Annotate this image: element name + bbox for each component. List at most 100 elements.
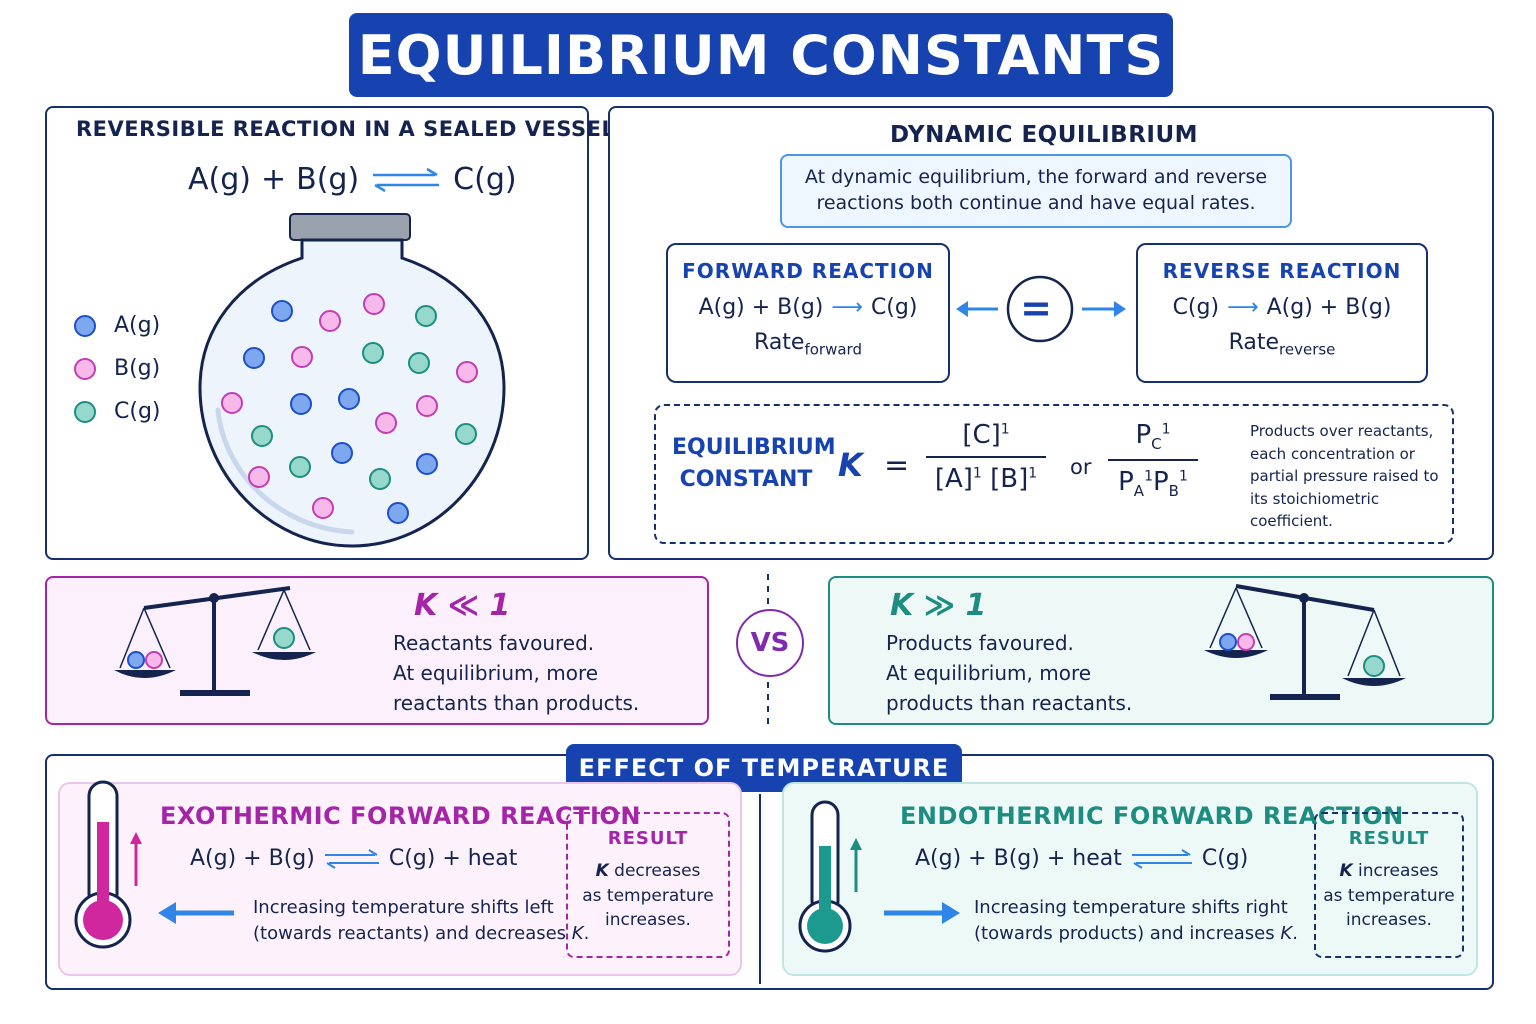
constant-label-line1: EQUILIBRIUM — [672, 435, 836, 460]
particle-b-icon — [291, 346, 313, 368]
page-title: EQUILIBRIUM CONSTANTS — [349, 13, 1173, 97]
right-arrow-icon: ⟶ — [1227, 295, 1259, 320]
subscript: C — [1151, 435, 1162, 454]
reverse-rhs: A(g) + B(g) — [1266, 295, 1392, 320]
right-arrow-icon: ⟶ — [831, 295, 863, 320]
forward-lhs: A(g) + B(g) — [698, 295, 824, 320]
forward-reaction-box: FORWARD REACTION A(g) + B(g) ⟶ C(g) Rate… — [666, 243, 950, 383]
k-equals: = — [884, 448, 910, 483]
particle-b-icon — [375, 412, 397, 434]
temperature-divider — [759, 794, 761, 984]
particle-b-icon — [248, 466, 270, 488]
legend-item-c: C(g) — [74, 399, 161, 424]
particle-b-icon — [456, 361, 478, 383]
dynamic-heading: DYNAMIC EQUILIBRIUM — [890, 122, 1199, 148]
exothermic-result-box: RESULT K decreases as temperature increa… — [566, 812, 730, 958]
balance-scale-right-heavy-icon — [1204, 584, 1406, 700]
subscript: B — [1168, 482, 1179, 501]
exo-rhs: C(g) + heat — [388, 846, 518, 871]
k-large-description: Products favoured. At equilibrium, more … — [886, 628, 1132, 718]
particle-c-icon — [289, 456, 311, 478]
particle-b-icon — [319, 310, 341, 332]
exo-lhs: A(g) + B(g) — [190, 846, 315, 871]
reverse-rate: Ratereverse — [1138, 330, 1426, 358]
conc-b: [B] — [990, 464, 1029, 494]
particle-c-icon — [408, 352, 430, 374]
constant-label: EQUILIBRIUM CONSTANT — [672, 432, 836, 496]
thermometer-hot-icon — [74, 780, 142, 949]
equals-sign: = — [1020, 286, 1052, 330]
particle-c-icon — [362, 342, 384, 364]
numerator: [C]1 — [962, 420, 1009, 450]
particle-a-icon — [271, 300, 293, 322]
k-italic: K — [1339, 861, 1353, 881]
result-line: as temperature — [582, 885, 714, 906]
particle-a-icon — [387, 502, 409, 524]
exponent: 1 — [1178, 468, 1188, 485]
legend-label: C(g) — [114, 399, 161, 424]
result-text: K decreases as temperature increases. — [568, 859, 728, 933]
reactant-a: A(g) — [188, 162, 251, 197]
k-small-box — [45, 576, 709, 725]
pressure-p: P — [1135, 420, 1152, 450]
particle-b-icon — [416, 395, 438, 417]
constant-label-line2: CONSTANT — [679, 466, 813, 492]
exponent: 1 — [1144, 468, 1153, 485]
k-much-greater-than-one: K ≫ 1 — [890, 588, 987, 623]
numerator: PC1 — [1135, 420, 1170, 453]
result-line: K decreases — [568, 859, 728, 884]
particle-c-icon — [251, 425, 273, 447]
endothermic-equation: A(g) + B(g) + heat C(g) — [915, 846, 1248, 871]
endothermic-panel — [782, 782, 1478, 976]
exponent: 1 — [1161, 421, 1171, 438]
k-large-box — [828, 576, 1494, 725]
exponent: 1 — [972, 465, 982, 482]
result-heading: RESULT — [607, 828, 689, 849]
product-c: C(g) — [453, 162, 517, 197]
rate-label: Rate — [754, 330, 805, 355]
desc-line: At equilibrium, more — [393, 661, 599, 685]
vessel-heading: REVERSIBLE REACTION IN A SEALED VESSEL — [76, 117, 616, 141]
rate-label: Rate — [1228, 330, 1280, 355]
forward-equation: A(g) + B(g) ⟶ C(g) — [668, 295, 948, 320]
equilibrium-constant-box — [654, 404, 1454, 544]
forward-rate: Rateforward — [668, 330, 948, 358]
equal-rates-icon — [956, 275, 1126, 343]
right-arrow-icon — [884, 902, 960, 924]
fraction-bar — [926, 456, 1046, 458]
particle-b-icon — [312, 497, 334, 519]
result-line: as temperature — [1323, 885, 1455, 906]
reactant-b: B(g) — [296, 162, 360, 197]
particle-a-icon — [416, 453, 438, 475]
constant-explanation: Products over reactants, each concentrat… — [1250, 422, 1439, 530]
desc-end: . — [1292, 923, 1298, 945]
k-small-description: Reactants favoured. At equilibrium, more… — [393, 628, 639, 718]
desc-line: Increasing temperature shifts right — [974, 897, 1288, 918]
k-italic: K — [595, 861, 609, 881]
dynamic-note: At dynamic equilibrium, the forward and … — [780, 154, 1292, 228]
exothermic-equation: A(g) + B(g) C(g) + heat — [190, 846, 517, 871]
thermometer-cool-icon — [798, 800, 862, 953]
forward-rhs: C(g) — [870, 295, 918, 320]
k-italic: K — [571, 923, 584, 945]
particle-c-icon — [415, 305, 437, 327]
endo-rhs: C(g) — [1201, 846, 1249, 871]
endothermic-description: Increasing temperature shifts right (tow… — [974, 895, 1298, 947]
desc-text: (towards reactants) and decreases — [253, 923, 572, 945]
particle-b-icon — [221, 392, 243, 414]
denominator: [A]1 [B]1 — [935, 464, 1037, 494]
reverse-lhs: C(g) — [1172, 295, 1220, 320]
particle-b-icon — [363, 293, 385, 315]
equilibrium-arrows-icon — [324, 848, 379, 869]
reverse-reaction-box: REVERSE REACTION C(g) ⟶ A(g) + B(g) Rate… — [1136, 243, 1428, 383]
result-word: increases — [1352, 861, 1439, 881]
equilibrium-arrows-icon — [373, 167, 440, 192]
desc-text: (towards products) and increases — [974, 923, 1281, 945]
particle-a-icon — [331, 442, 353, 464]
exothermic-panel — [58, 782, 742, 976]
desc-line: (towards products) and increases K. — [974, 921, 1298, 947]
desc-line: products than reactants. — [886, 691, 1133, 715]
particle-c-icon — [74, 400, 96, 423]
particle-b-icon — [74, 357, 96, 380]
result-line: increases. — [1346, 910, 1432, 931]
